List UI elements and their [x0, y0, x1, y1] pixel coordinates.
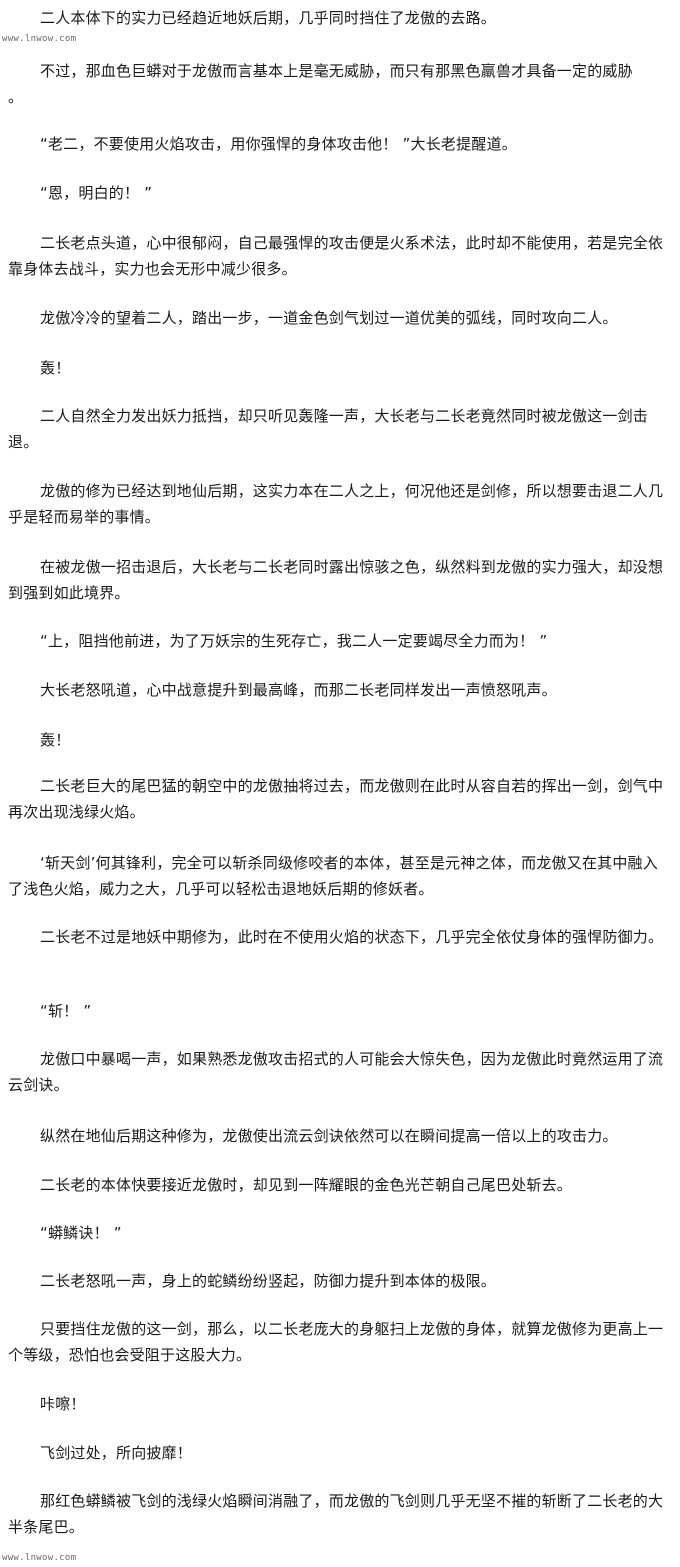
- paragraph-14: 二长老巨大的尾巴猛的朝空中的龙傲抽将过去，而龙傲则在此时从容自若的挥出一剑，剑气…: [8, 777, 664, 821]
- paragraph-3: “老二，不要使用火焰攻击，用你强悍的身体攻击他！ ”大长老提醒道。: [40, 135, 517, 153]
- paragraph-24: 咔嚓！: [40, 1395, 86, 1413]
- paragraph-17: “斩！ ”: [40, 1002, 92, 1020]
- paragraph-26: 那红色蟒鳞被飞剑的浅绿火焰瞬间消融了，而龙傲的飞剑则几乎无坚不摧的斩断了二长老的…: [8, 1492, 664, 1536]
- paragraph-12: 大长老怒吼道，心中战意提升到最高峰，而那二长老同样发出一声愤怒吼声。: [40, 681, 557, 699]
- watermark-bottom: www.lnwow.com: [2, 1553, 77, 1563]
- paragraph-22: 二长老怒吼一声，身上的蛇鳞纷纷竖起，防御力提升到本体的极限。: [40, 1272, 497, 1290]
- paragraph-11: “上，阻挡他前进，为了万妖宗的生死存亡，我二人一定要竭尽全力而为！ ”: [40, 632, 548, 650]
- paragraph-18: 龙傲口中暴喝一声，如果熟悉龙傲攻击招式的人可能会大惊失色，因为龙傲此时竟然运用了…: [8, 1050, 664, 1094]
- paragraph-13: 轰！: [40, 731, 71, 749]
- paragraph-20: 二长老的本体快要接近龙傲时，却见到一阵耀眼的金色光芒朝自己尾巴处斩去。: [40, 1176, 573, 1194]
- paragraph-10: 在被龙傲一招击退后，大长老与二长老同时露出惊骇之色，纵然料到龙傲的实力强大，却没…: [8, 558, 664, 602]
- paragraph-25: 飞剑过处，所向披靡！: [40, 1444, 193, 1462]
- paragraph-5: 二长老点头道，心中很郁闷，自己最强悍的攻击便是火系术法，此时却不能使用，若是完全…: [8, 234, 664, 278]
- paragraph-19: 纵然在地仙后期这种修为，龙傲使出流云剑诀依然可以在瞬间提高一倍以上的攻击力。: [40, 1127, 618, 1145]
- paragraph-21: “蟒鳞诀！ ”: [40, 1224, 122, 1242]
- paragraph-2-tail: 。: [8, 88, 24, 106]
- paragraph-15: ‘斩天剑’何其锋利，完全可以斩杀同级修咬者的本体，甚至是元神之体，而龙傲又在其中…: [8, 854, 658, 898]
- paragraph-9: 龙傲的修为已经达到地仙后期，这实力本在二人之上，何况他还是剑修，所以想要击退二人…: [8, 482, 664, 526]
- paragraph-7: 轰！: [40, 359, 71, 377]
- paragraph-2: 不过，那血色巨蟒对于龙傲而言基本上是毫无威胁，而只有那黑色羸兽才具备一定的威胁: [40, 62, 633, 80]
- paragraph-23: 只要挡住龙傲的这一剑，那么，以二长老庞大的身躯扫上龙傲的身体，就算龙傲修为更高上…: [8, 1320, 664, 1364]
- paragraph-1: 二人本体下的实力已经趋近地妖后期，几乎同时挡住了龙傲的去路。: [40, 9, 497, 27]
- watermark-top: www.lnwow.com: [2, 34, 77, 44]
- paragraph-6: 龙傲冷冷的望着二人，踏出一步，一道金色剑气划过一道优美的弧线，同时攻向二人。: [40, 309, 618, 327]
- paragraph-4: “恩，明白的！ ”: [40, 184, 153, 202]
- paragraph-16: 二长老不过是地妖中期修为，此时在不使用火焰的状态下，几乎完全依仗身体的强悍防御力…: [40, 928, 664, 946]
- paragraph-8: 二人自然全力发出妖力抵挡，却只听见轰隆一声，大长老与二长老竟然同时被龙傲这一剑击…: [8, 407, 649, 451]
